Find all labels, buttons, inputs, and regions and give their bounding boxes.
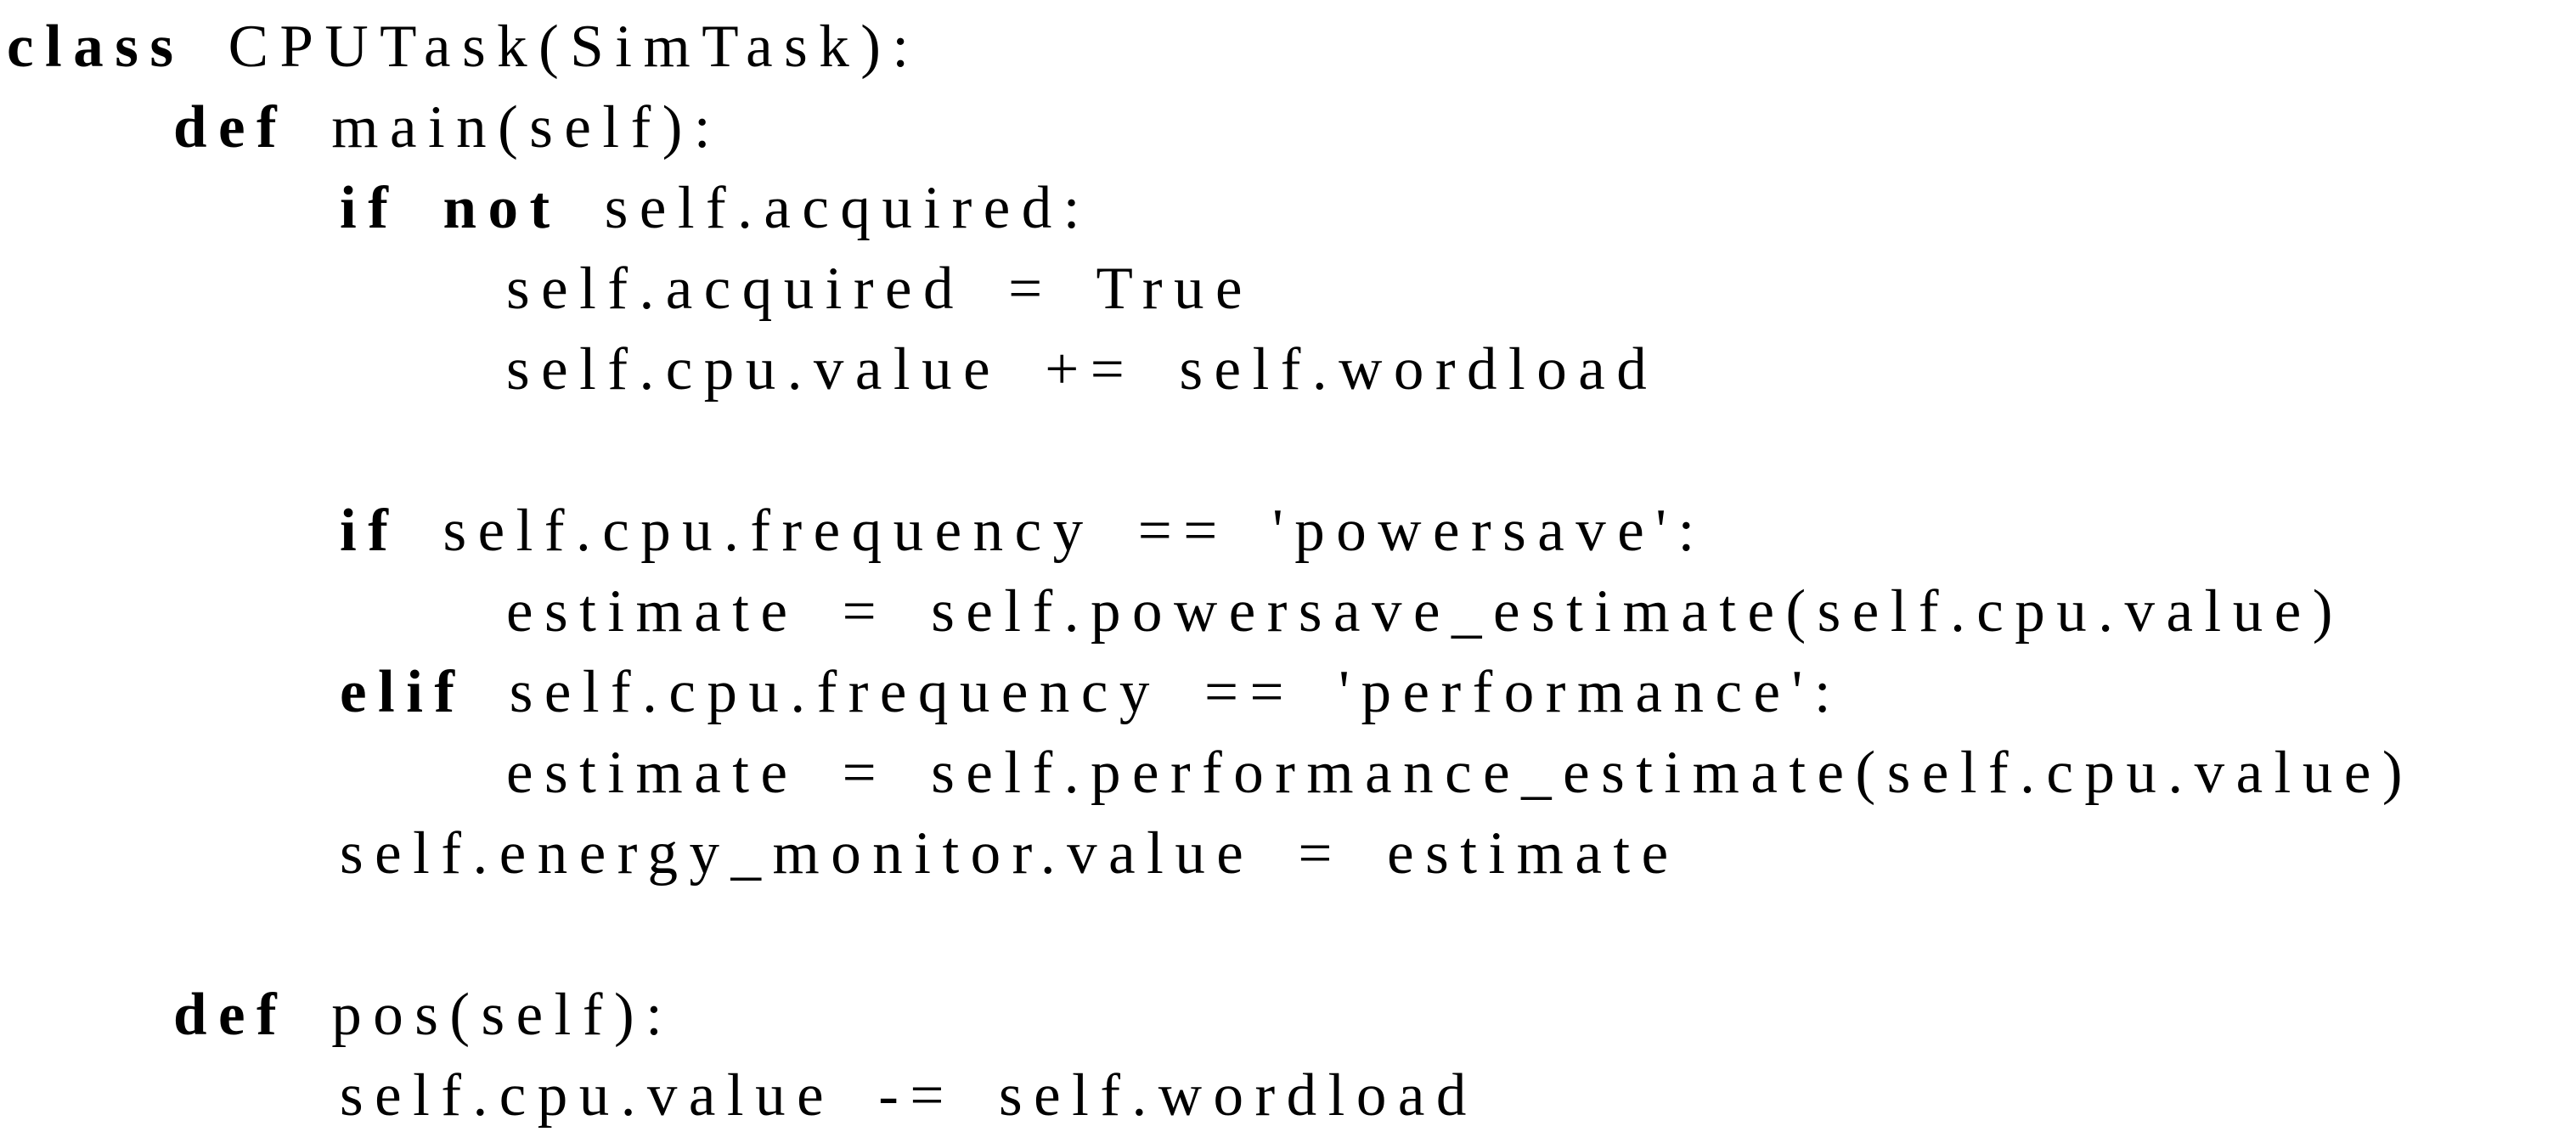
code-line: if not self.acquired: — [7, 168, 2576, 249]
code-blank-line — [7, 410, 2576, 491]
code-text — [399, 175, 442, 241]
code-line: self.acquired = True — [7, 249, 2576, 329]
code-keyword: class — [7, 14, 185, 80]
code-line: class CPUTask(SimTask): — [7, 7, 2576, 87]
code-line: estimate = self.powersave_estimate(self.… — [7, 572, 2576, 652]
code-text: self.energy_monitor.value = estimate — [340, 820, 1680, 887]
code-line: self.energy_monitor.value = estimate — [7, 814, 2576, 894]
code-line: self.cpu.value -= self.wordload — [7, 1056, 2576, 1136]
code-text: pos(self): — [288, 982, 674, 1048]
code-keyword: def — [173, 982, 289, 1048]
code-text: self.cpu.frequency == 'performance': — [465, 659, 1843, 725]
code-text: self.cpu.frequency == 'powersave': — [399, 498, 1706, 564]
code-text: self.acquired = True — [506, 256, 1254, 322]
code-line: if self.cpu.frequency == 'powersave': — [7, 491, 2576, 572]
code-keyword: if — [340, 175, 400, 241]
code-text: self.cpu.value += self.wordload — [506, 336, 1659, 403]
code-keyword: def — [173, 94, 289, 160]
code-line: def pos(self): — [7, 975, 2576, 1056]
code-text: self.cpu.value -= self.wordload — [340, 1062, 1478, 1129]
code-keyword: if — [340, 498, 400, 564]
code-line: estimate = self.performance_estimate(sel… — [7, 733, 2576, 814]
code-text: estimate = self.powersave_estimate(self.… — [506, 578, 2344, 645]
code-text: CPUTask(SimTask): — [184, 14, 921, 80]
code-keyword: not — [442, 175, 561, 241]
code-blank-line — [7, 894, 2576, 975]
code-text: estimate = self.performance_estimate(sel… — [506, 740, 2414, 806]
code-keyword: elif — [340, 659, 466, 725]
code-line: self.cpu.value += self.wordload — [7, 329, 2576, 410]
code-text: self.acquired: — [561, 175, 1091, 241]
code-text: main(self): — [288, 94, 723, 160]
code-line: elif self.cpu.frequency == 'performance'… — [7, 652, 2576, 733]
code-line: def main(self): — [7, 87, 2576, 168]
